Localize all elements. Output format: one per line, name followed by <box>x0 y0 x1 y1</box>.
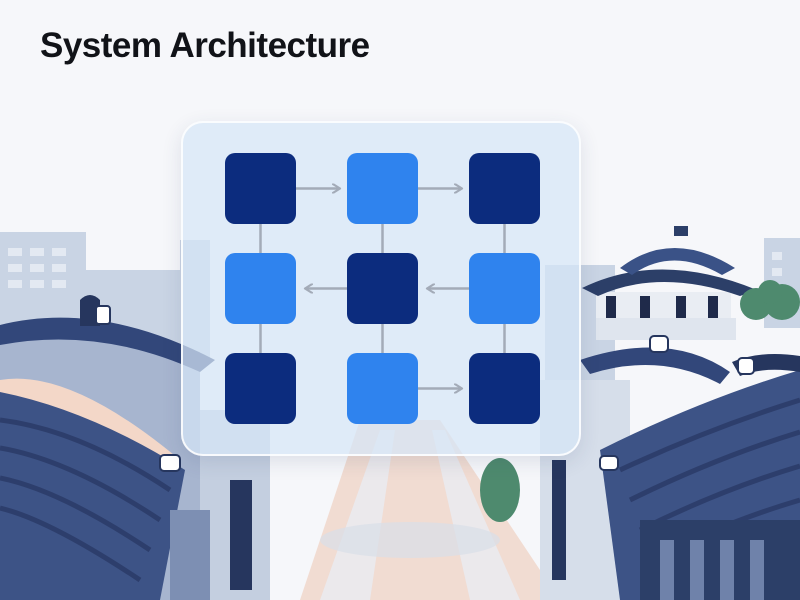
diagram-node-n6 <box>469 253 540 324</box>
hanok-left <box>0 295 270 600</box>
diagram-node-n5 <box>347 253 418 324</box>
hanok-pavilion <box>582 226 757 340</box>
diagram-node-n9 <box>469 353 540 424</box>
tree-street <box>480 458 520 522</box>
page-title: System Architecture <box>40 26 370 65</box>
diagram-node-n7 <box>225 353 296 424</box>
diagram-node-n4 <box>225 253 296 324</box>
tree-right <box>740 280 800 320</box>
diagram-node-n1 <box>225 153 296 224</box>
diagram-node-n8 <box>347 353 418 424</box>
diagram-node-n2 <box>347 153 418 224</box>
hanok-right <box>540 335 800 600</box>
diagram-node-n3 <box>469 153 540 224</box>
